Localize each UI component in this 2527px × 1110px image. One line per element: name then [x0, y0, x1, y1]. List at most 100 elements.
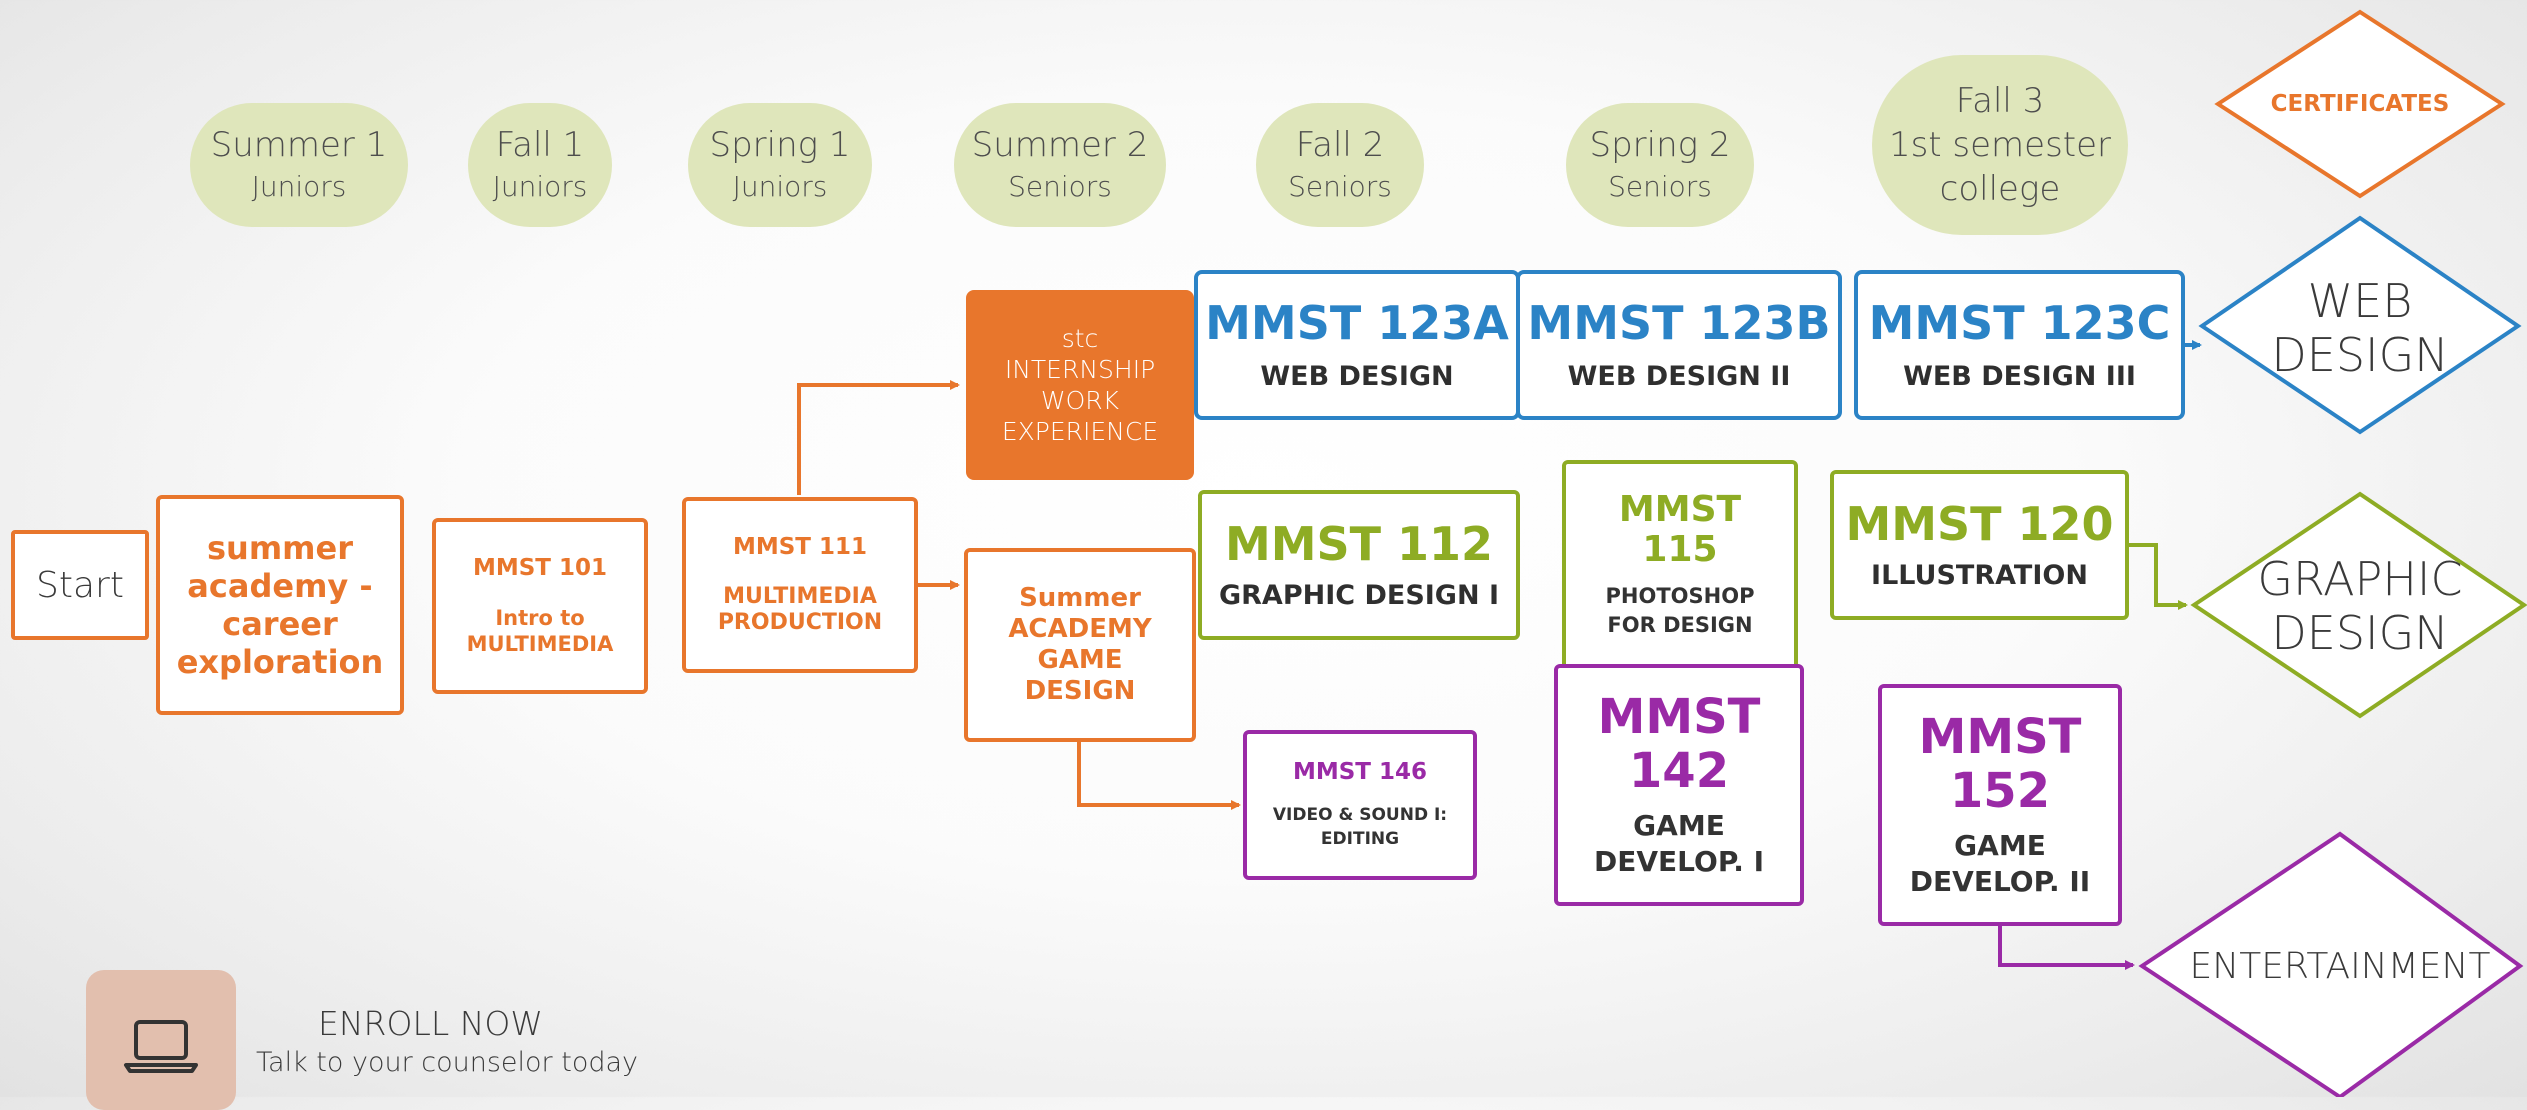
course-title-2: DEVELOP. II — [1909, 865, 2091, 898]
course-code: MMST — [1918, 709, 2082, 765]
arrow-152-to-entertainment — [1998, 925, 2135, 970]
course-mmst-112: MMST 112 GRAPHIC DESIGN I — [1198, 490, 1520, 640]
course-code-2: 115 — [1642, 529, 1718, 570]
course-title-2: PRODUCTION — [717, 610, 883, 635]
course-title: GAME — [1633, 809, 1725, 842]
start-label: Start — [36, 564, 124, 606]
course-title: GAME — [1954, 829, 2046, 862]
arrow-111-to-internship — [797, 380, 960, 495]
graphic-design-label: GRAPHIC DESIGN — [2230, 546, 2490, 666]
course-title: VIDEO & SOUND I: — [1272, 805, 1448, 825]
arrow-120-to-graphic — [2129, 543, 2188, 610]
course-title: WEB DESIGN III — [1903, 361, 2136, 392]
course-mmst-123c: MMST 123C WEB DESIGN III — [1854, 270, 2185, 420]
internship-line-2: INTERNSHIP — [1004, 355, 1156, 384]
course-title-2: EDITING — [1320, 829, 1400, 849]
enroll-text: ENROLL NOW Talk to your counselor today — [256, 1004, 638, 1082]
internship-line-4: EXPERIENCE — [1001, 417, 1159, 446]
semester-spring-2: Spring 2 Seniors — [1566, 103, 1754, 227]
semester-title: Spring 2 — [1589, 125, 1731, 165]
semester-fall-2: Fall 2 Seniors — [1256, 103, 1424, 227]
semester-title: Fall 1 — [495, 125, 585, 165]
certificates-diamond — [2214, 9, 2506, 199]
semester-subtitle: Juniors — [251, 170, 347, 203]
course-mmst-142: MMST 142 GAME DEVELOP. I — [1554, 664, 1804, 906]
semester-subtitle: Seniors — [1288, 170, 1392, 203]
course-code: MMST 123B — [1527, 296, 1831, 350]
course-title: GRAPHIC DESIGN I — [1218, 580, 1500, 611]
course-title-2: MULTIMEDIA — [466, 632, 614, 656]
course-line-3: GAME — [1037, 645, 1123, 675]
graphic-design-diamond — [2190, 491, 2527, 719]
course-code: MMST 120 — [1845, 497, 2114, 551]
semester-spring-1: Spring 1 Juniors — [688, 103, 872, 227]
web-label-1: WEB — [2307, 274, 2413, 328]
laptop-icon — [124, 1020, 198, 1073]
course-mmst-101: MMST 101 Intro to MULTIMEDIA — [432, 518, 648, 694]
internship-line-3: WORK — [1040, 386, 1120, 415]
course-code: MMST 146 — [1292, 759, 1428, 785]
course-title: summer academy - career exploration — [176, 529, 384, 681]
course-line-4: DESIGN — [1024, 676, 1136, 706]
course-code: MMST 123C — [1868, 296, 2171, 350]
semester-title: Spring 1 — [709, 125, 851, 165]
course-code: MMST — [1597, 689, 1761, 745]
course-mmst-146: MMST 146 VIDEO & SOUND I: EDITING — [1243, 730, 1477, 880]
course-title: WEB DESIGN — [1260, 361, 1454, 392]
start-node: Start — [11, 530, 149, 640]
enroll-title[interactable]: ENROLL NOW — [318, 1004, 543, 1043]
course-mmst-111: MMST 111 MULTIMEDIA PRODUCTION — [682, 497, 918, 673]
course-title: ILLUSTRATION — [1871, 560, 2088, 591]
arrow-game-to-146 — [1077, 742, 1241, 810]
course-code-2: 142 — [1628, 743, 1730, 799]
graphic-label-1: GRAPHIC — [2257, 552, 2463, 606]
semester-subtitle: Juniors — [492, 170, 588, 203]
semester-title: Fall 3 — [1955, 81, 2045, 121]
certificates-label: CERTIFICATES — [2270, 91, 2450, 117]
course-title: Intro to — [495, 606, 585, 630]
course-title: PHOTOSHOP — [1605, 584, 1755, 608]
web-label-2: DESIGN — [2271, 328, 2449, 382]
enroll-subtitle: Talk to your counselor today — [256, 1047, 639, 1078]
course-code: MMST 123A — [1205, 296, 1509, 350]
graphic-label-2: DESIGN — [2271, 606, 2449, 660]
course-code: MMST — [1618, 489, 1742, 530]
course-mmst-120: MMST 120 ILLUSTRATION — [1830, 470, 2129, 620]
course-title: MULTIMEDIA — [723, 584, 877, 609]
course-line-1: Summer — [1019, 583, 1141, 613]
course-title-2: FOR DESIGN — [1607, 613, 1753, 637]
course-line-2: ACADEMY — [1008, 614, 1152, 644]
course-mmst-123b: MMST 123B WEB DESIGN II — [1516, 270, 1842, 420]
course-title-2: DEVELOP. I — [1594, 845, 1764, 878]
course-code: MMST 101 — [472, 555, 608, 581]
semester-summer-1: Summer 1 Juniors — [190, 103, 408, 227]
course-summer-game-design: Summer ACADEMY GAME DESIGN — [964, 548, 1196, 742]
internship-line-1: stc — [1061, 324, 1099, 353]
course-code: MMST 112 — [1224, 517, 1494, 571]
enroll-icon-tile[interactable] — [86, 970, 236, 1110]
internship-work-experience: stc INTERNSHIP WORK EXPERIENCE — [966, 290, 1194, 480]
entertainment-label: ENTERTAINMENT — [2189, 945, 2491, 987]
semester-subtitle: Seniors — [1008, 170, 1112, 203]
course-mmst-123a: MMST 123A WEB DESIGN — [1194, 270, 1520, 420]
web-design-label: WEB DESIGN — [2240, 268, 2480, 388]
semester-subtitle: Seniors — [1608, 170, 1712, 203]
semester-subtitle: Juniors — [732, 170, 828, 203]
semester-title: Summer 2 — [971, 125, 1149, 165]
course-mmst-152: MMST 152 GAME DEVELOP. II — [1878, 684, 2122, 926]
entertainment-diamond — [2138, 831, 2524, 1097]
course-code: MMST 111 — [732, 534, 868, 560]
course-title: WEB DESIGN II — [1567, 361, 1791, 392]
semester-subtitle-2: college — [1939, 169, 2061, 209]
semester-title: Summer 1 — [210, 125, 388, 165]
web-design-diamond — [2198, 215, 2522, 435]
semester-title: Fall 2 — [1295, 125, 1385, 165]
semester-summer-2: Summer 2 Seniors — [954, 103, 1166, 227]
semester-fall-1: Fall 1 Juniors — [468, 103, 612, 227]
course-mmst-115: MMST 115 PHOTOSHOP FOR DESIGN — [1562, 460, 1798, 670]
semester-subtitle: 1st semester — [1888, 125, 2112, 165]
semester-fall-3: Fall 3 1st semester college — [1872, 55, 2128, 235]
course-code-2: 152 — [1949, 763, 2051, 819]
course-summer-academy: summer academy - career exploration — [156, 495, 404, 715]
